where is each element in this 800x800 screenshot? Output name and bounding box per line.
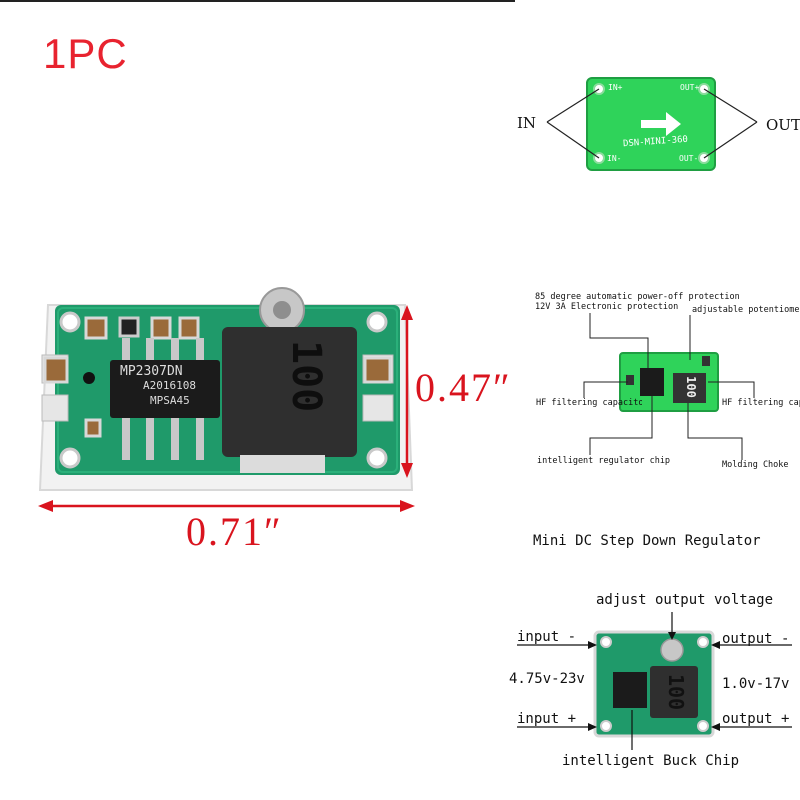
output-voltage-range: 1.0v-17v <box>722 676 790 692</box>
pad-out-plus: OUT+ <box>680 83 700 92</box>
chip-marking-2: A2016108 <box>143 379 196 392</box>
height-dimension-label: 0.47″ <box>415 365 512 410</box>
quantity-label: 1PC <box>43 30 128 77</box>
input-plus-label: input + <box>517 711 577 727</box>
product-caption: Mini DC Step Down Regulator <box>533 533 761 549</box>
pad-out-minus: OUT- <box>679 154 699 163</box>
hf-capacitor-right-label: HF filtering capac <box>722 398 800 408</box>
protection-label-2: 12V 3A Electronic protection <box>535 302 679 312</box>
input-voltage-range: 4.75v-23v <box>509 671 585 687</box>
chip-marking-1: MP2307DN <box>120 364 183 379</box>
adjust-voltage-label: adjust output voltage <box>596 592 774 608</box>
inductor-marking-wiring: 100 <box>664 673 689 711</box>
output-minus-label: output - <box>722 631 790 647</box>
output-plus-label: output + <box>722 711 790 727</box>
buck-chip-label: intelligent Buck Chip <box>562 753 740 769</box>
input-minus-label: input - <box>517 629 577 645</box>
regulator-chip-label: intelligent regulator chip <box>537 456 671 466</box>
top-divider-line <box>0 0 515 2</box>
in-label: IN <box>517 114 537 132</box>
protection-label-1: 85 degree automatic power-off protection <box>535 292 740 302</box>
width-dimension-label: 0.71″ <box>186 509 283 554</box>
molding-choke-label: Molding Choke <box>722 460 789 470</box>
out-label: OUT <box>766 116 800 134</box>
pad-in-plus: IN+ <box>608 83 623 92</box>
hf-capacitor-left-label: HF filtering capacitor <box>536 398 642 408</box>
pad-in-minus: IN- <box>607 154 622 163</box>
potentiometer-label: adjustable potentiometer <box>692 305 800 315</box>
chip-marking-3: MPSA45 <box>150 394 190 407</box>
